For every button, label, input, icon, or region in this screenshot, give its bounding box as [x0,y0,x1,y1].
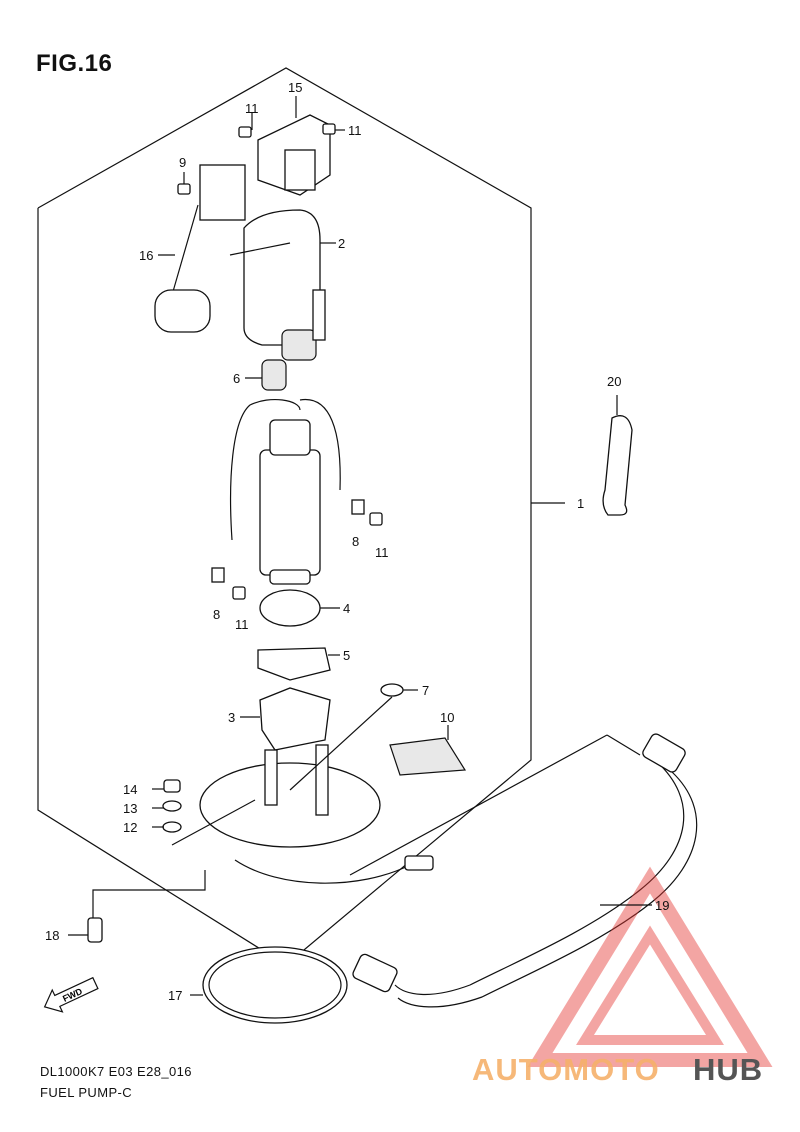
washer-part-8-left [211,567,225,583]
assembly-boundary [37,67,532,966]
fwd-arrow-icon: FWD [43,976,99,1013]
callout-13: 13 [123,801,137,816]
callout-5: 5 [343,648,350,663]
watermark-text-part1: AUTOMOTO [472,1052,660,1087]
callout-15: 15 [288,80,302,95]
gasket-ring-inner [208,951,342,1019]
leader-19-a [349,734,608,876]
flange-post-right [315,744,329,816]
callout-17: 17 [168,988,182,1003]
screw-part-9 [177,183,191,195]
callout-14: 14 [123,782,137,797]
figure-title: FIG.16 [36,50,113,77]
fuel-hose [352,733,698,1008]
leader-hardware [171,799,256,846]
callout-2: 2 [338,236,345,251]
leader-19-b [606,734,641,756]
screw-part-11-left [232,586,246,600]
screw-part-11-right [369,512,383,526]
screw-part-11-top-right [322,123,336,135]
callout-6: 6 [233,371,240,386]
gasket-part-10 [389,737,467,776]
leader-lines [68,96,618,996]
harness-wire [234,859,411,884]
callout-16: 16 [139,248,153,263]
leader-7-down [289,696,393,791]
washer-part-7 [380,683,404,697]
callout-8-left: 8 [213,607,220,622]
callout-11-left: 11 [235,617,249,632]
callout-11-top-right: 11 [348,123,362,138]
lock-washer-part-12 [162,821,182,833]
screw-part-11-top-left [238,126,252,138]
callout-3: 3 [228,710,235,725]
flange-post-left [264,749,278,806]
plate-part-5 [257,647,331,681]
flange-plate [199,762,381,848]
callout-11-right: 11 [375,545,389,560]
fuel-level-gauge [154,164,246,333]
diagram-name: FUEL PUMP-C [40,1085,133,1100]
leader-2-left [229,242,291,256]
callout-8-right: 8 [352,534,359,549]
gasket-ring-part-17 [202,946,348,1024]
harness-connector [404,855,434,871]
bolt-part-18 [87,917,103,943]
callout-18: 18 [45,928,59,943]
callout-1: 1 [577,496,584,511]
washer-part-13 [162,800,182,812]
callout-7: 7 [422,683,429,698]
watermark-logo [527,866,773,1067]
callout-11-top-left: 11 [245,101,259,116]
callout-20: 20 [607,374,621,389]
callout-4: 4 [343,601,350,616]
callout-9: 9 [179,155,186,170]
bracket-part-15 [257,114,331,196]
pump-housing-part-2 [243,209,326,361]
watermark-text-part2: HUB [693,1052,763,1087]
washer-part-8-right [351,499,365,515]
clamp-part-20 [602,415,633,516]
fuel-pump-body [229,398,341,585]
pump-seat-part-4 [259,589,321,627]
holder-part-3 [259,687,331,751]
leader-18-group [92,870,206,918]
callout-10: 10 [440,710,454,725]
diagram-code: DL1000K7 E03 E28_016 [40,1064,192,1079]
nut-part-14 [163,779,181,793]
callout-19: 19 [655,898,669,913]
callout-12: 12 [123,820,137,835]
filter-part-6 [261,359,287,391]
